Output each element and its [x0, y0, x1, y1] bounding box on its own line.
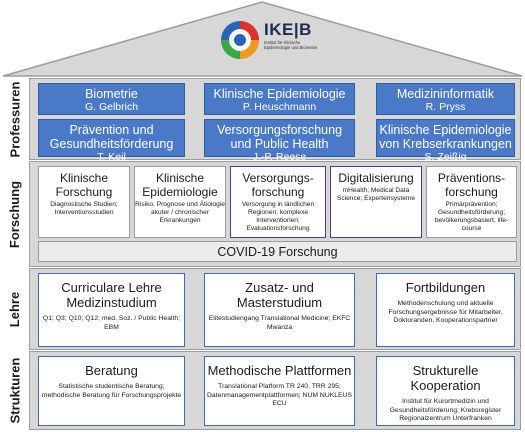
- prof-name: S. Zeißig: [424, 151, 467, 163]
- prof-name: P. Heuschmann: [242, 101, 317, 113]
- prof-title: Klinische Epidemiologie von Krebserkrank…: [379, 123, 512, 151]
- structure-title: Methodische Plattformen: [207, 363, 352, 378]
- ikeb-logo: IKE|B Institut für Klinische Epidemiolog…: [218, 16, 318, 66]
- teaching-curriculare-lehre: Curriculare Lehre Medizinstudium Q1; Q3;…: [38, 273, 185, 347]
- teaching-title: Curriculare Lehre Medizinstudium: [61, 280, 162, 310]
- prof-name: G. Gelbrich: [84, 101, 139, 113]
- teaching-zusatz-masterstudium: Zusatz- und Masterstudium Elitestudienga…: [204, 273, 355, 347]
- research-versorgungsforschung: Versorgungs-forschung Versorgung in länd…: [230, 166, 326, 238]
- research-title: Versorgungs-forschung: [242, 171, 314, 199]
- research-desc: Versorgung in ländlichen Regionen; kompl…: [241, 201, 315, 232]
- research-desc: mHealth; Medical Data Science; Expertens…: [336, 187, 416, 202]
- research-title: Präventions-forschung: [437, 171, 506, 199]
- prof-praevention: Prävention und Gesundheitsförderung T. K…: [38, 119, 185, 163]
- section-forschung: Klinische Forschung Diagnostische Studie…: [29, 161, 521, 267]
- structure-methodische-plattformen: Methodische Plattformen Translational Pl…: [204, 356, 355, 426]
- prof-biometrie: Biometrie G. Gelbrich: [38, 83, 185, 115]
- structure-desc: Translational Platform TR 240, TRR 295; …: [206, 383, 353, 407]
- structure-beratung: Beratung Statistische studentische Berat…: [38, 356, 185, 426]
- teaching-fortbildungen: Fortbildungen Methodenschulung und aktue…: [376, 273, 515, 347]
- prof-title: Medizininformatik: [396, 87, 495, 101]
- research-desc: Risiko, Prognose und Ätiologie akuter / …: [135, 201, 225, 224]
- teaching-desc: Methodenschulung und aktuelle Forschungs…: [388, 300, 503, 324]
- prof-title: Klinische Epidemiologie: [213, 87, 346, 101]
- structure-title: Beratung: [85, 363, 138, 378]
- section-label-forschung: Forschung: [7, 180, 23, 248]
- teaching-desc: Elitestudiengang Translational Medicine;…: [208, 315, 351, 331]
- prof-name: T. Keil: [97, 151, 126, 163]
- teaching-title: Zusatz- und Masterstudium: [236, 280, 323, 310]
- section-professuren: Biometrie G. Gelbrich Klinische Epidemio…: [29, 78, 521, 163]
- section-label-strukturen: Strukturen: [7, 357, 23, 424]
- prof-title: Biometrie: [85, 87, 138, 101]
- prof-title: Prävention und Gesundheitsförderung: [49, 123, 174, 151]
- prof-name: J.-P. Reese: [252, 151, 307, 163]
- research-desc: Diagnostische Studien; Interventionsstud…: [50, 201, 118, 216]
- structure-title: Strukturelle Kooperation: [410, 363, 481, 393]
- research-desc: Primärprävention; Gesundheitsförderung; …: [434, 201, 509, 232]
- section-label-lehre: Lehre: [7, 291, 23, 327]
- section-lehre: Curriculare Lehre Medizinstudium Q1; Q3;…: [29, 268, 521, 350]
- prof-krebserkrankungen: Klinische Epidemiologie von Krebserkrank…: [376, 119, 515, 163]
- research-title: Klinische Epidemiologie: [142, 171, 218, 199]
- section-strukturen: Beratung Statistische studentische Berat…: [29, 351, 521, 430]
- structure-strukturelle-kooperation: Strukturelle Kooperation Institut für Ku…: [376, 356, 515, 426]
- structure-desc: Statistische studentische Beratung; meth…: [41, 383, 182, 399]
- research-title: Digitalisierung: [338, 171, 414, 185]
- ikeb-logo-icon: [221, 21, 259, 59]
- prof-versorgungsforschung: Versorgungsforschung und Public Health J…: [204, 119, 355, 163]
- logo-title: IKE|B: [264, 20, 312, 39]
- structure-desc: Institut für Kurortmedizin und Gesundhei…: [389, 398, 502, 422]
- logo-subtitle: Institut für Klinische Epidemiologie und…: [264, 40, 318, 50]
- research-title: Klinische Forschung: [55, 171, 113, 199]
- prof-title: Versorgungsforschung und Public Health: [216, 123, 343, 151]
- teaching-title: Fortbildungen: [405, 280, 486, 295]
- teaching-desc: Q1; Q3; Q10; Q12; med. Soz. / Public Hea…: [42, 315, 181, 331]
- research-klinische-epidemiologie: Klinische Epidemiologie Risiko, Prognose…: [134, 166, 226, 238]
- research-praeventionsforschung: Präventions-forschung Primärprävention; …: [426, 166, 517, 238]
- research-klinische-forschung: Klinische Forschung Diagnostische Studie…: [38, 166, 130, 238]
- covid-research-bar: COVID-19 Forschung: [38, 241, 517, 262]
- prof-name: R. Pryss: [425, 101, 466, 113]
- research-digitalisierung: Digitalisierung mHealth; Medical Data Sc…: [330, 166, 422, 238]
- prof-klinische-epidemiologie: Klinische Epidemiologie P. Heuschmann: [204, 83, 355, 115]
- house-roof: [2, 1, 523, 77]
- prof-medizininformatik: Medizininformatik R. Pryss: [376, 83, 515, 115]
- section-label-professuren: Professuren: [7, 81, 23, 157]
